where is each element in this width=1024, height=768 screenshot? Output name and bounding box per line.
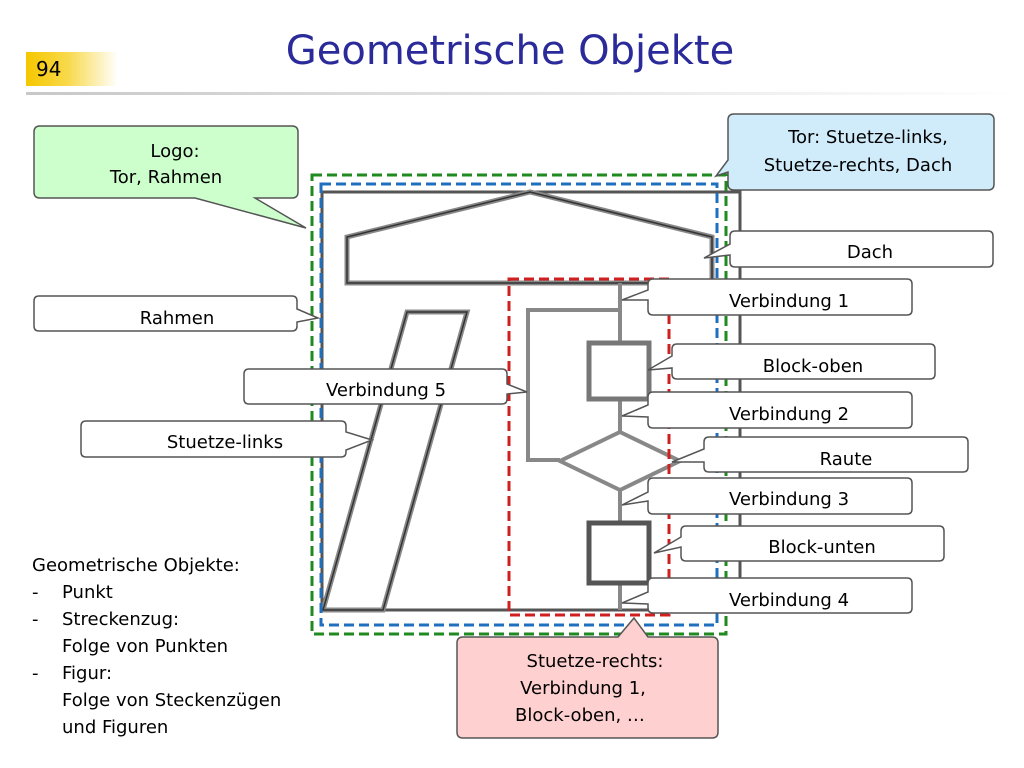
callout-block-oben-label: Block-oben: [763, 356, 863, 377]
callout-logo-line-1: Logo:: [150, 141, 199, 162]
callout-block-unten: Block-unten: [653, 525, 945, 562]
callout-raute-label: Raute: [820, 449, 873, 470]
callout-rahmen-label: Rahmen: [140, 308, 215, 329]
callout-stuetze-rechts-line-2: Verbindung 1,: [520, 678, 646, 699]
callout-verbindung-4-label: Verbindung 4: [729, 590, 849, 611]
callout-logo: Logo: Tor, Rahmen: [33, 125, 307, 229]
callout-block-oben: Block-oben: [647, 343, 936, 380]
callout-verbindung-2-label: Verbindung 2: [729, 404, 849, 425]
roof-dach: [344, 189, 715, 286]
list-item: - Punkt: [32, 579, 281, 606]
callout-verbindung-1-label: Verbindung 1: [729, 291, 849, 312]
list-bullet: -: [32, 609, 39, 630]
callout-stuetze-rechts-line-3: Block-oben, …: [515, 705, 645, 726]
callout-stuetze-links: Stuetze-links: [80, 420, 375, 458]
group-stuetze-rechts-outline: [507, 277, 671, 617]
callout-dach-label: Dach: [847, 242, 893, 263]
callout-verbindung-5: Verbindung 5: [243, 368, 528, 405]
list-item-line: Folge von Punkten: [62, 636, 229, 657]
callout-stuetze-rechts-line-1: Stuetze-rechts:: [527, 651, 664, 672]
list-item: - Figur: Folge von Steckenzügen und Figu…: [32, 660, 281, 741]
callout-stuetze-rechts: Stuetze-rechts: Verbindung 1, Block-oben…: [456, 616, 719, 739]
page-title: Geometrische Objekte: [285, 28, 735, 74]
callout-verbindung-2: Verbindung 2: [621, 391, 913, 429]
callout-tor-line-1: Tor: Stuetze-links,: [787, 127, 948, 148]
callout-logo-line-2: Tor, Rahmen: [109, 167, 222, 188]
callout-block-unten-label: Block-unten: [768, 537, 876, 558]
list-item-line: Punkt: [62, 582, 113, 603]
callout-verbindung-1: Verbindung 1: [621, 278, 913, 316]
callout-verbindung-3-label: Verbindung 3: [729, 489, 849, 510]
callout-rahmen: Rahmen: [33, 295, 321, 332]
callout-stuetze-links-label: Stuetze-links: [167, 432, 283, 453]
objects-list-heading: Geometrische Objekte:: [32, 555, 240, 576]
block-oben-shape: [586, 340, 652, 402]
callout-tor-line-2: Stuetze-rechts, Dach: [764, 155, 953, 176]
list-bullet: -: [32, 663, 39, 684]
list-item-line: und Figuren: [62, 717, 169, 738]
list-item-line: Figur:: [62, 663, 113, 684]
title-divider: [26, 92, 1020, 95]
connection-verbindung-5: [526, 308, 620, 462]
list-item: - Streckenzug: Folge von Punkten: [32, 606, 281, 660]
callout-raute: Raute: [671, 436, 969, 473]
list-item-line: Streckenzug:: [62, 609, 180, 630]
callout-verbindung-3: Verbindung 3: [621, 477, 913, 515]
list-bullet: -: [32, 582, 39, 603]
callout-dach: Dach: [703, 230, 994, 268]
diamond-raute-shape: [555, 429, 685, 493]
block-unten-shape: [586, 520, 652, 586]
list-item-line: Folge von Steckenzügen: [62, 690, 282, 711]
callout-verbindung-4: Verbindung 4: [621, 577, 913, 614]
objects-list: Geometrische Objekte: - Punkt - Strecken…: [32, 552, 281, 741]
callout-verbindung-5-label: Verbindung 5: [326, 380, 446, 401]
callout-tor: Tor: Stuetze-links, Stuetze-rechts, Dach: [713, 113, 995, 191]
slide-number: 94: [26, 52, 118, 86]
